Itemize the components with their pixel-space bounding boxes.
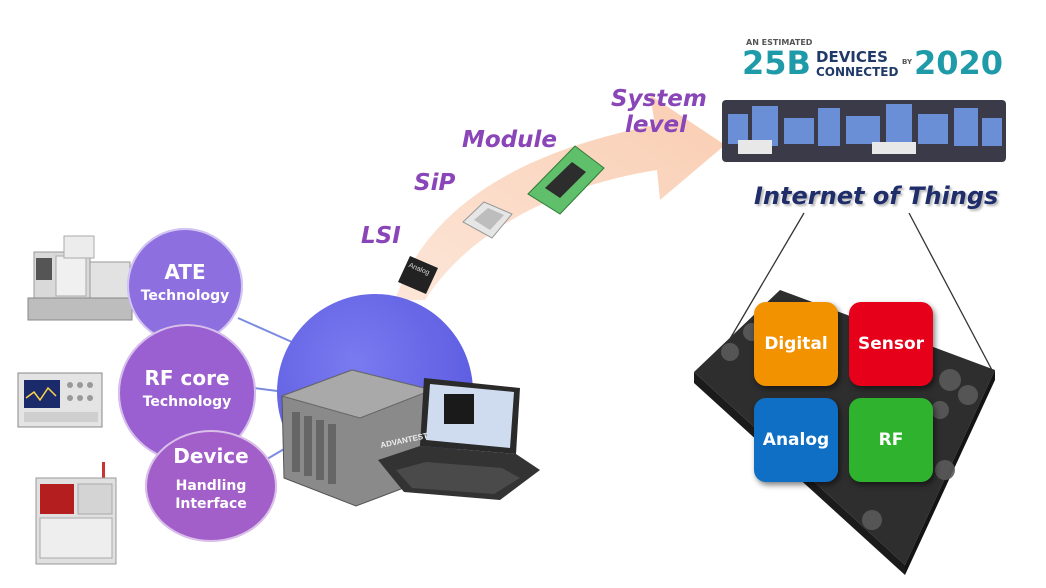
rf-core-subtitle: Technology	[142, 394, 232, 410]
iot-line-left	[723, 212, 805, 350]
connector-ate	[237, 317, 293, 343]
banner-devices: DEVICES	[816, 48, 888, 66]
iot-devices-image	[722, 100, 1006, 162]
device-handling-circle: Device Handling Interface	[145, 430, 277, 542]
iot-banner: AN ESTIMATED 25B DEVICES CONNECTED BY 20…	[742, 38, 1012, 88]
digital-block: Digital	[754, 302, 838, 386]
device-subtitle-1: Handling	[175, 478, 247, 494]
stage-label-system-line2: level	[625, 112, 687, 139]
rf-analyzer-image	[17, 372, 103, 428]
tester-laptop-image	[280, 369, 540, 507]
analog-block: Analog	[754, 398, 838, 482]
banner-year: 2020	[914, 44, 1004, 82]
chip-package	[694, 290, 995, 565]
stage-label-lsi: LSI	[361, 223, 401, 249]
banner-connected: CONNECTED	[816, 65, 899, 79]
ate-title: ATE	[164, 260, 206, 284]
iot-line-right	[908, 212, 994, 373]
banner-25b: 25B	[742, 44, 811, 82]
device-title: Device	[173, 444, 249, 468]
rf-block: RF	[849, 398, 933, 482]
stage-label-system: System level	[611, 86, 707, 139]
evolution-arrow	[395, 95, 725, 300]
stage-label-module: Module	[462, 127, 558, 153]
device-subtitle-2: Interface	[175, 496, 247, 512]
sensor-block: Sensor	[849, 302, 933, 386]
sip-image	[462, 201, 513, 239]
ate-equipment-image	[27, 235, 133, 321]
iot-title: Internet of Things	[754, 182, 999, 210]
banner-by: BY	[902, 58, 913, 66]
ate-subtitle: Technology	[140, 288, 230, 304]
stage-label-system-line1: System	[611, 86, 707, 112]
lsi-chip-image	[398, 256, 438, 294]
rf-core-title: RF core	[144, 366, 230, 390]
banner-small-text: AN ESTIMATED	[746, 38, 813, 47]
stage-label-sip: SiP	[414, 170, 456, 196]
handler-equipment-image	[35, 462, 117, 565]
module-image	[527, 145, 605, 215]
